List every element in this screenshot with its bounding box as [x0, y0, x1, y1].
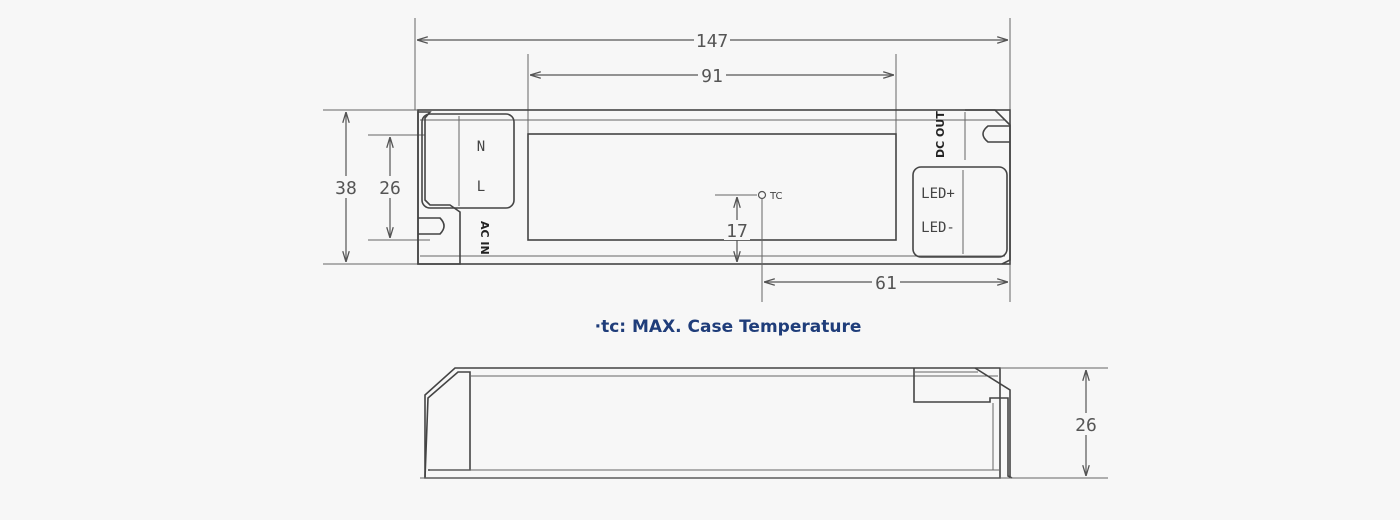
terminal-l-label: L — [477, 179, 485, 195]
dim-91-bg — [698, 65, 726, 85]
right-end-cap — [965, 109, 1011, 265]
dim-61-bg — [872, 272, 900, 292]
dim-26-bg — [377, 176, 403, 198]
dim-side-26-bg — [1073, 413, 1101, 435]
tc-point-marker — [757, 190, 767, 200]
dim-147-bg — [694, 30, 730, 50]
dc-out-label: DC OUT — [934, 111, 947, 158]
side-right-cap — [913, 368, 1013, 479]
dim-91-text: 91 — [701, 66, 723, 87]
dim-61-text: 61 — [875, 273, 897, 294]
side-view: 26 — [420, 367, 1108, 479]
right-mounting-slot — [982, 125, 1010, 143]
dim-side-26-text: 26 — [1075, 415, 1097, 436]
terminal-led-plus-label: LED+ — [921, 186, 955, 202]
label-window — [527, 133, 897, 241]
dim-147-text: 147 — [696, 31, 729, 52]
tc-caption: ·tc: MAX. Case Temperature — [595, 317, 862, 337]
tc-marker-label: TC — [769, 191, 783, 202]
dc-terminal-block — [912, 166, 1008, 258]
terminal-n-label: N — [477, 139, 485, 155]
dim-17-bg — [724, 220, 750, 240]
left-end-cap — [417, 111, 461, 265]
dim-38-bg — [333, 176, 359, 198]
ac-in-label: AC IN — [478, 221, 491, 255]
dim-17-text: 17 — [726, 221, 748, 242]
dim-26-text: 26 — [379, 178, 401, 199]
ac-terminal-block — [421, 113, 515, 209]
left-mounting-slot — [418, 217, 445, 235]
dim-38-text: 38 — [335, 178, 357, 199]
terminal-led-minus-label: LED- — [921, 220, 955, 236]
side-right-slope — [974, 367, 1011, 478]
top-view: 147 91 38 26 N L AC IN — [323, 18, 1011, 302]
